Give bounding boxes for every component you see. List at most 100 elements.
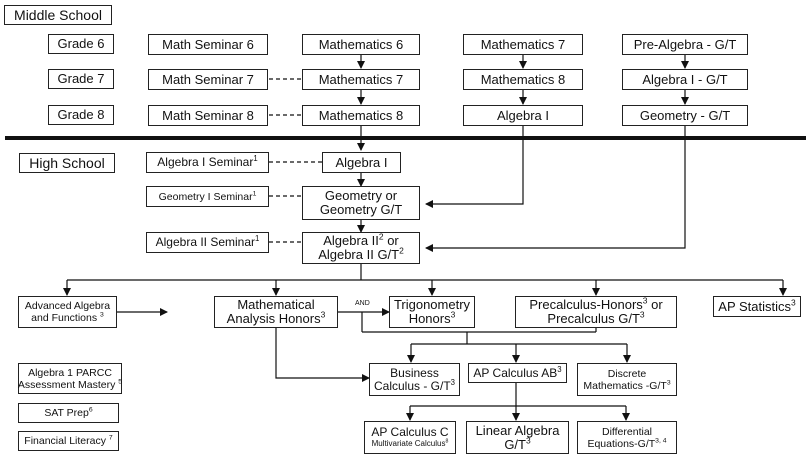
diffeq-line2: Equations-G/T3, 4 bbox=[587, 437, 667, 450]
footnote-ref: 2 bbox=[399, 245, 404, 256]
precalc-line1-end: or bbox=[647, 297, 663, 312]
course-math-seminar-7: Math Seminar 7 bbox=[148, 69, 268, 90]
ap-calculus-ab-text: AP Calculus AB3 bbox=[473, 364, 562, 380]
mathematics-8-accel-text: Mathematics 8 bbox=[480, 71, 566, 87]
course-discrete-mathematics: Discrete Mathematics -G/T3 bbox=[577, 363, 677, 396]
financial-literacy-text: Financial Literacy 7 bbox=[24, 435, 112, 447]
course-math-seminar-8: Math Seminar 8 bbox=[148, 105, 268, 126]
ap-calc-c-line2: Multivariate Calculus8 bbox=[372, 439, 449, 449]
geometry-1-seminar-text: Geometry I Seminar1 bbox=[159, 190, 257, 202]
course-geometry-gt-middle: Geometry - G/T bbox=[622, 105, 748, 126]
footnote-ref: 3 bbox=[320, 309, 326, 320]
course-advanced-algebra: Advanced Algebra and Functions 3 bbox=[18, 296, 117, 328]
course-linear-algebra: Linear Algebra G/T3 bbox=[466, 421, 569, 454]
course-mathematics-6: Mathematics 6 bbox=[302, 34, 420, 55]
parcc-line1: Algebra 1 PARCC bbox=[28, 366, 112, 379]
ap-statistics-label: AP Statistics bbox=[718, 298, 792, 314]
business-calc-line1: Business bbox=[390, 365, 439, 380]
sat-prep-label: SAT Prep bbox=[44, 407, 89, 419]
footnote-ref: 1 bbox=[252, 190, 257, 197]
algebra-1-seminar-label: Algebra I Seminar bbox=[157, 155, 254, 169]
pre-algebra-gt-text: Pre-Algebra - G/T bbox=[633, 36, 737, 52]
math-analysis-line2: Analysis Honors3 bbox=[226, 309, 326, 326]
sat-prep-text: SAT Prep6 bbox=[44, 407, 92, 419]
algebra-1-seminar-text: Algebra I Seminar1 bbox=[157, 155, 257, 169]
footnote-ref: 3 bbox=[557, 364, 562, 374]
course-financial-literacy: Financial Literacy 7 bbox=[18, 431, 119, 451]
grade-8-text: Grade 8 bbox=[57, 107, 105, 122]
discrete-line1: Discrete bbox=[607, 367, 647, 380]
footnote-ref: 3 bbox=[450, 309, 456, 320]
diffeq-line2-label: Equations-G/T bbox=[587, 437, 656, 450]
ap-calculus-ab-label: AP Calculus AB bbox=[473, 365, 558, 380]
course-parcc-mastery: Algebra 1 PARCC Assessment Mastery 5 bbox=[18, 363, 122, 394]
section-label-high-school: High School bbox=[19, 153, 115, 173]
grade-7-label: Grade 7 bbox=[48, 69, 114, 89]
mathematics-7-accel-text: Mathematics 7 bbox=[480, 36, 566, 52]
adv-algebra-line1: Advanced Algebra bbox=[24, 300, 111, 312]
course-algebra-2-seminar: Algebra II Seminar1 bbox=[146, 232, 269, 253]
geometry-line2: Geometry G/T bbox=[319, 202, 403, 217]
course-ap-calculus-c: AP Calculus C Multivariate Calculus8 bbox=[364, 421, 456, 454]
high-school-text: High School bbox=[29, 155, 105, 171]
mathematics-8-main-text: Mathematics 8 bbox=[318, 107, 404, 123]
math-seminar-8-text: Math Seminar 8 bbox=[162, 107, 254, 123]
footnote-ref: 1 bbox=[255, 234, 260, 243]
mathematics-6-text: Mathematics 6 bbox=[318, 36, 404, 52]
math-seminar-6-text: Math Seminar 6 bbox=[162, 36, 254, 52]
grade-7-text: Grade 7 bbox=[57, 71, 105, 86]
math-analysis-line2-label: Analysis Honors bbox=[226, 311, 321, 326]
footnote-ref: 3 bbox=[450, 377, 456, 387]
course-algebra-1-gt: Algebra I - G/T bbox=[622, 69, 748, 90]
course-mathematics-7-main: Mathematics 7 bbox=[302, 69, 420, 90]
course-geometry-or-gt: Geometry or Geometry G/T bbox=[302, 186, 420, 220]
trig-line2-label: Honors bbox=[408, 311, 451, 326]
footnote-ref: 3 bbox=[639, 309, 645, 320]
grade-6-label: Grade 6 bbox=[48, 34, 114, 54]
discrete-line2: Mathematics -G/T3 bbox=[583, 379, 671, 392]
grade-8-label: Grade 8 bbox=[48, 105, 114, 125]
footnote-ref: 3 bbox=[642, 295, 648, 306]
geometry-line1: Geometry or bbox=[324, 188, 398, 203]
linear-algebra-line2-label: G/T bbox=[504, 436, 526, 452]
course-algebra-1-high: Algebra I bbox=[322, 152, 401, 173]
discrete-line2-label: Mathematics -G/T bbox=[583, 379, 667, 392]
financial-literacy-label: Financial Literacy bbox=[24, 435, 109, 447]
middle-school-text: Middle School bbox=[14, 7, 102, 23]
parcc-line2-label: Assessment Mastery bbox=[17, 378, 119, 391]
algebra-1-gt-text: Algebra I - G/T bbox=[642, 71, 728, 87]
course-mathematics-7-accel: Mathematics 7 bbox=[463, 34, 583, 55]
course-algebra-1-middle: Algebra I bbox=[463, 105, 583, 126]
math-analysis-line1: Mathematical bbox=[237, 297, 315, 312]
precalc-line1-label: Precalculus-Honors bbox=[529, 297, 643, 312]
algebra-2-line1: Algebra II2 or bbox=[323, 232, 399, 248]
algebra-1-high-text: Algebra I bbox=[335, 154, 388, 170]
course-mathematics-8-accel: Mathematics 8 bbox=[463, 69, 583, 90]
course-pre-algebra-gt: Pre-Algebra - G/T bbox=[622, 34, 748, 55]
footnote-ref: 3, 4 bbox=[655, 437, 667, 444]
course-geometry-1-seminar: Geometry I Seminar1 bbox=[146, 186, 269, 207]
ap-calc-c-line2-label: Multivariate Calculus bbox=[371, 439, 446, 448]
parcc-line2: Assessment Mastery 5 bbox=[17, 378, 123, 391]
algebra-1-middle-text: Algebra I bbox=[496, 107, 550, 123]
course-algebra-1-seminar: Algebra I Seminar1 bbox=[146, 152, 269, 173]
diffeq-line1: Differential bbox=[602, 425, 652, 438]
footnote-ref: 3 bbox=[666, 379, 671, 386]
footnote-ref: 3 bbox=[100, 311, 104, 319]
precalc-line2-label: Precalculus G/T bbox=[547, 311, 640, 326]
arrow-alg1ms-geometry bbox=[425, 125, 524, 208]
linear-algebra-line1: Linear Algebra bbox=[475, 422, 560, 438]
algebra-2-line2-label: Algebra II G/T bbox=[318, 247, 400, 262]
algebra-2-line2: Algebra II G/T2 bbox=[318, 245, 404, 262]
business-calc-line2: Calculus - G/T3 bbox=[374, 377, 456, 393]
ap-statistics-text: AP Statistics3 bbox=[718, 298, 795, 314]
footnote-ref: 8 bbox=[445, 438, 449, 445]
algebra-2-line1-label: Algebra II bbox=[323, 233, 379, 248]
algebra-2-seminar-label: Algebra II Seminar bbox=[155, 235, 256, 249]
grade-6-text: Grade 6 bbox=[57, 36, 105, 51]
footnote-ref: 6 bbox=[88, 406, 93, 414]
footnote-ref: 5 bbox=[118, 378, 123, 385]
adv-algebra-line2: and Functions 3 bbox=[31, 312, 104, 324]
linear-algebra-line2: G/T3 bbox=[504, 436, 530, 452]
